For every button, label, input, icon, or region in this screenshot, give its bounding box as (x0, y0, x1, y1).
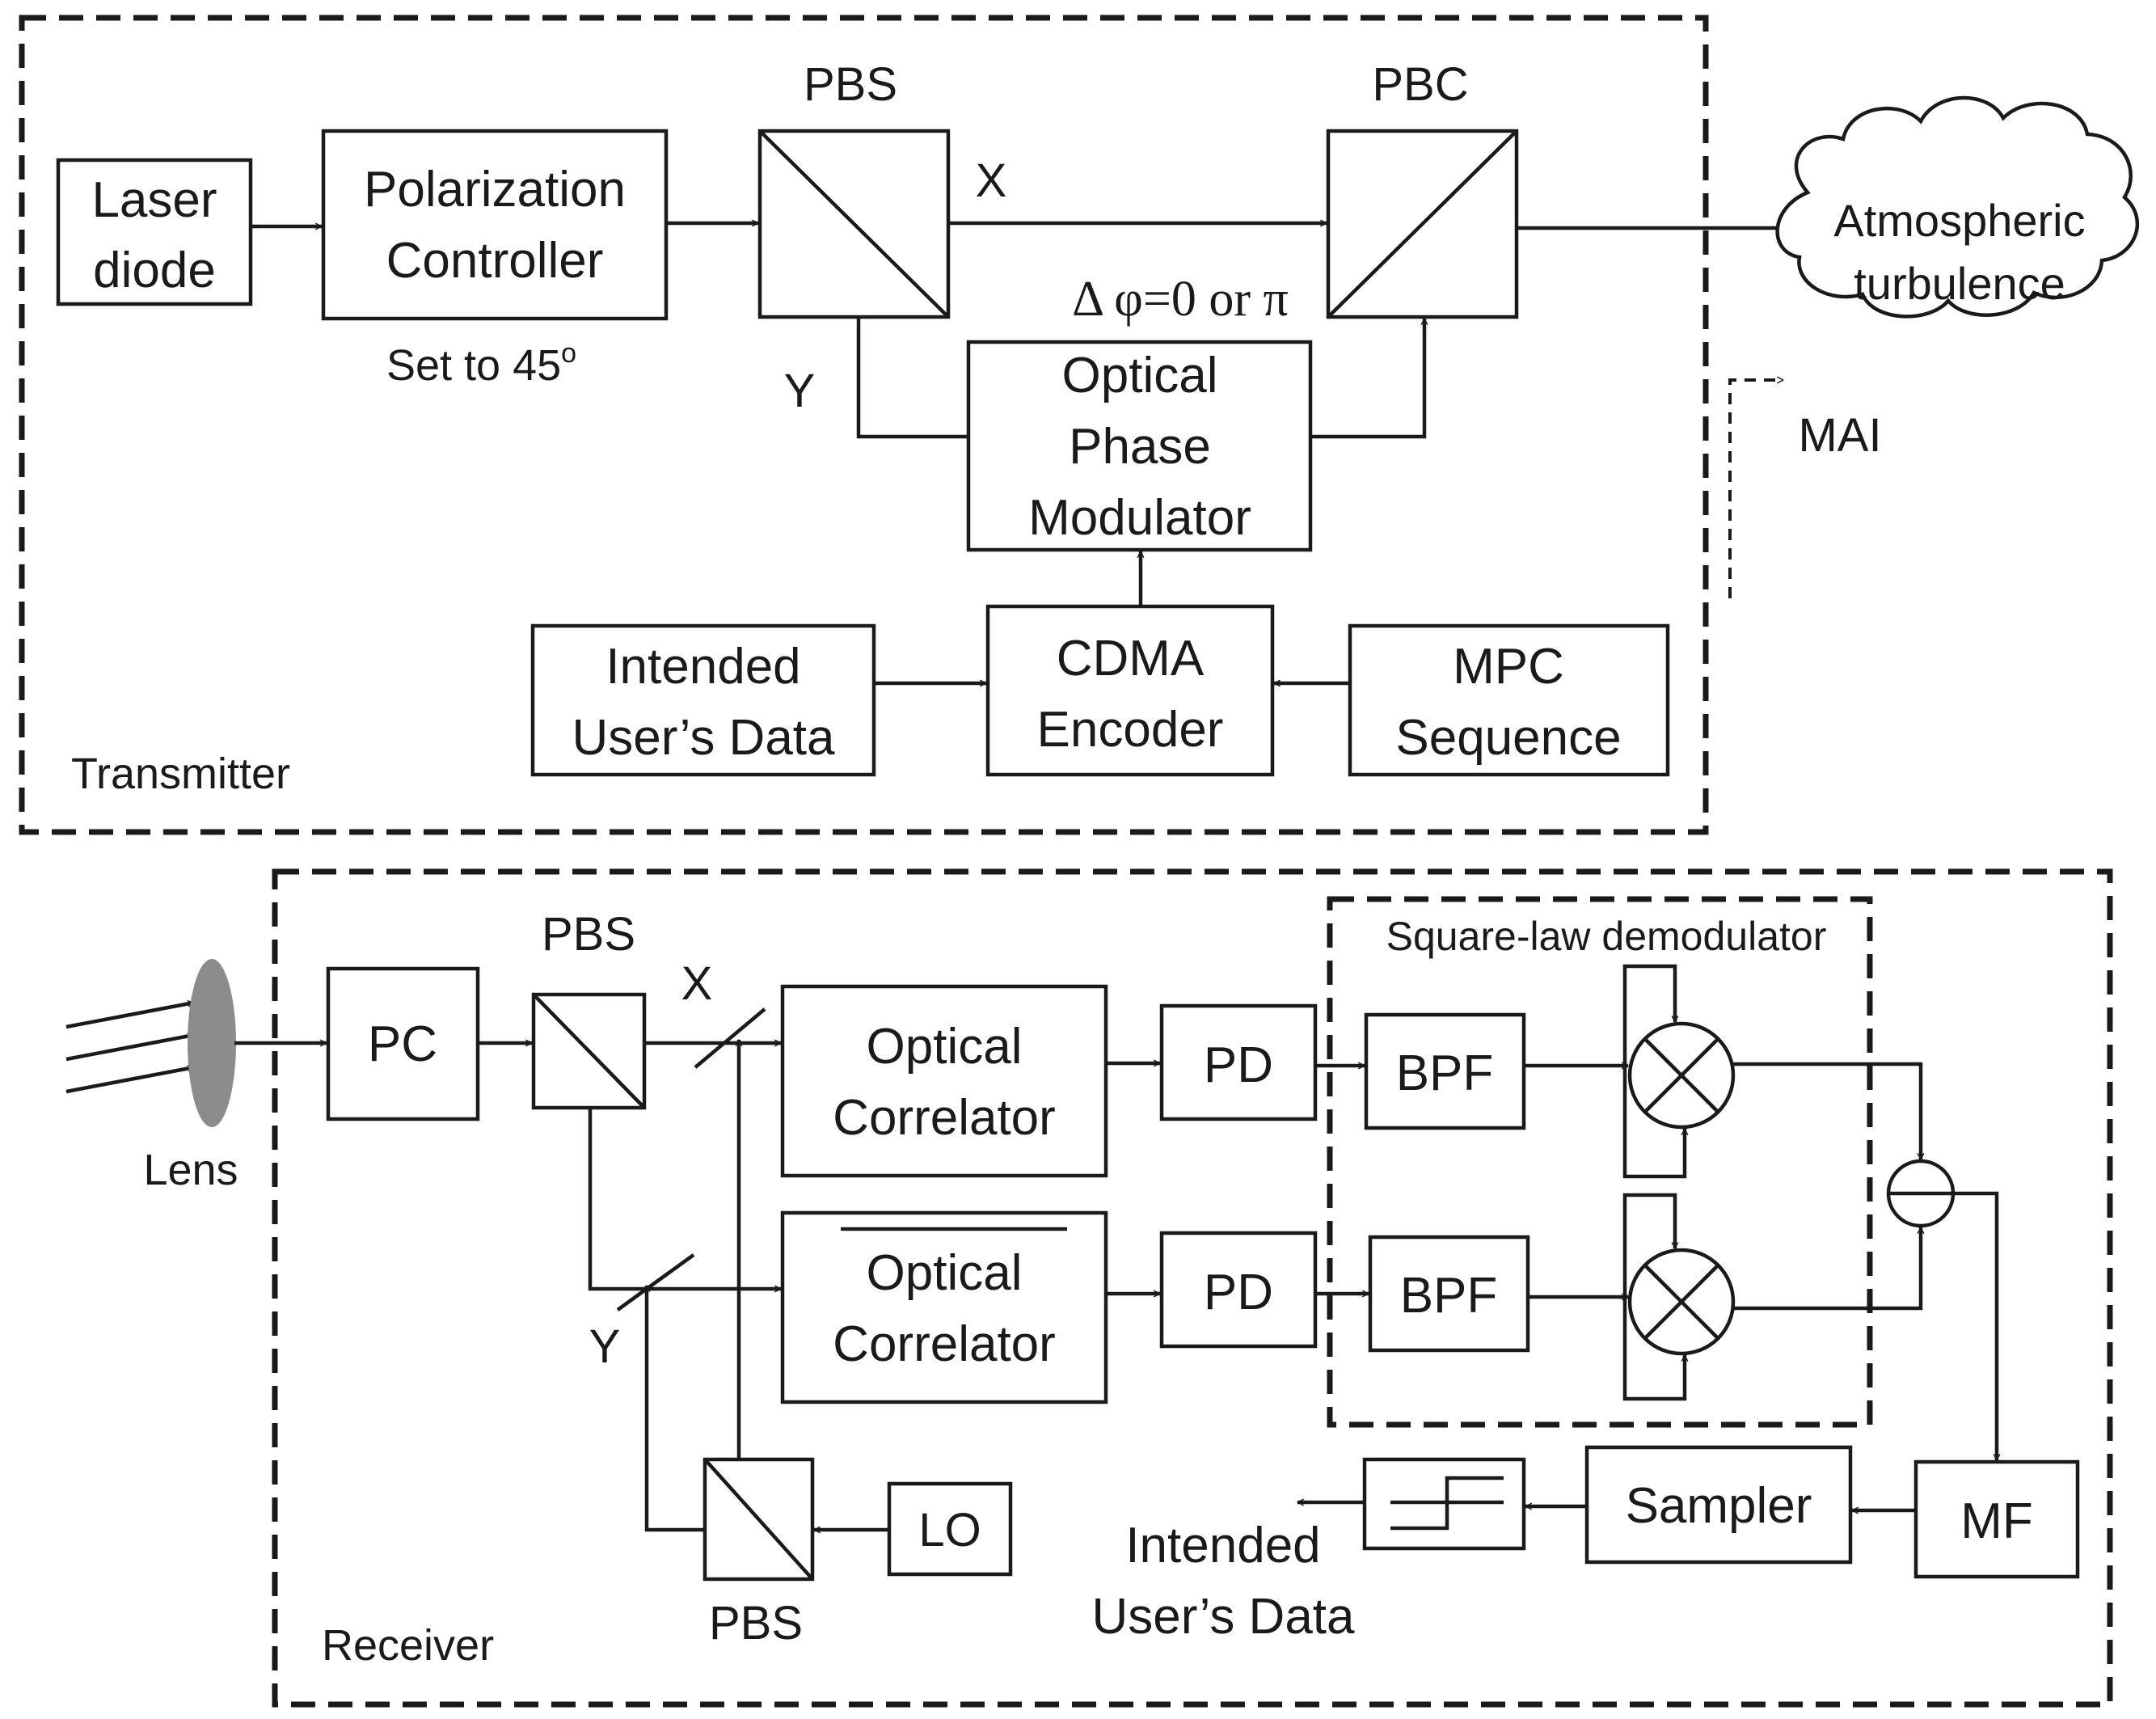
pbs-y-to-correlator-arrow (588, 1108, 781, 1289)
tx-y-label: Y (784, 365, 816, 417)
lo-box (887, 1481, 1013, 1577)
rx-pbs-bottom-label: PBS (709, 1597, 803, 1649)
tx-intended-data-line1: Intended (605, 639, 800, 695)
mirror-x (694, 1007, 766, 1069)
receiver-boundary (272, 868, 2113, 1708)
pbs-y-to-modulator-line (856, 317, 968, 439)
transmitter-label: Transmitter (71, 750, 290, 798)
mpc-sequence-line1: MPC (1453, 639, 1564, 695)
lens-label: Lens (143, 1146, 238, 1194)
multiplier-top-cross-b (1643, 1037, 1719, 1113)
correlator-bottom-box (780, 1210, 1108, 1404)
pd-top-box (1159, 1003, 1318, 1121)
tx-pbs-diagonal (758, 129, 950, 319)
bpf-bottom-label: BPF (1400, 1268, 1498, 1324)
mpc-sequence-line2: Sequence (1395, 710, 1621, 766)
incoming-beam-2 (65, 1035, 194, 1062)
square-law-label: Square-law demodulator (1386, 914, 1827, 959)
phase-modulator-line2: Phase (1069, 419, 1211, 475)
degree-superscript: o (561, 338, 576, 369)
polarization-controller-line1: Polarization (364, 162, 626, 218)
pd-bottom-box (1159, 1231, 1318, 1349)
tx-intended-data-box (530, 623, 876, 777)
correlator-top-box (780, 984, 1108, 1178)
receiver-label: Receiver (322, 1621, 494, 1670)
laser-diode-box (56, 158, 253, 306)
pbc-diagonal (1327, 129, 1518, 319)
multiplier-top-square-feed-upper (1622, 964, 1675, 1066)
rx-output-line1: Intended (1125, 1518, 1320, 1573)
sampler-label: Sampler (1626, 1478, 1812, 1534)
pbc-label: PBC (1372, 58, 1468, 111)
phase-modulator-box (966, 340, 1313, 552)
cdma-encoder-line2: Encoder (1037, 702, 1224, 758)
rx-pc-label: PC (368, 1016, 437, 1072)
bpf-top-label: BPF (1396, 1045, 1494, 1101)
correlator-bottom-line1: Optical (867, 1245, 1023, 1301)
multiplier-bottom-to-subtractor-arrow (1733, 1227, 1921, 1311)
turbulence-label-line2: turbulence (1854, 258, 2065, 309)
tx-x-label: X (976, 154, 1007, 207)
bpf-bottom-box (1368, 1235, 1530, 1353)
polarization-controller-box (321, 129, 669, 321)
phase-shift-label: Δ φ=0 or π (1072, 272, 1289, 327)
lo-label: LO (918, 1504, 981, 1556)
correlator-bottom-line2: Correlator (833, 1316, 1056, 1372)
lens-ellipse (188, 959, 236, 1127)
mf-box (1913, 1459, 2080, 1579)
pd-top-label: PD (1204, 1037, 1273, 1093)
turbulence-cloud (1775, 95, 2140, 319)
rx-output-line2: User’s Data (1091, 1589, 1355, 1645)
laser-diode-label-line1: Laser (91, 172, 217, 228)
subtractor-to-mf-arrow (1953, 1191, 1997, 1460)
laser-diode-label-line2: diode (93, 243, 216, 298)
multiplier-bottom-cross-b (1643, 1264, 1719, 1340)
mpc-sequence-box (1348, 623, 1670, 777)
rx-pbs-top-diagonal (532, 993, 646, 1109)
pd-bottom-label: PD (1204, 1265, 1273, 1320)
rx-pbs-bottom-diagonal (703, 1458, 814, 1581)
square-law-boundary (1327, 896, 1873, 1428)
transmitter-boundary (19, 15, 1709, 835)
rx-y-label: Y (589, 1320, 621, 1373)
multiplier-bottom-square-feed-lower (1622, 1297, 1685, 1401)
incoming-beam-3 (65, 1067, 194, 1094)
mai-label: MAI (1798, 409, 1881, 462)
mirror-y (616, 1253, 695, 1311)
multiplier-top-to-subtractor-arrow (1733, 1062, 1921, 1159)
phase-modulator-line1: Optical (1062, 348, 1218, 403)
cdma-encoder-box (985, 604, 1275, 777)
cdma-encoder-line1: CDMA (1057, 631, 1205, 686)
correlator-top-line2: Correlator (833, 1090, 1056, 1146)
incoming-beam-1 (65, 1003, 194, 1029)
mf-label: MF (1960, 1493, 2033, 1549)
turbulence-label-line1: Atmospheric (1833, 195, 2085, 246)
mai-dashed-arrow (1728, 380, 1783, 598)
multiplier-top-square-feed-lower (1622, 1066, 1685, 1179)
sampler-box (1584, 1445, 1853, 1565)
multiplier-bottom-square-feed-upper (1622, 1193, 1675, 1297)
set-to-45-label: Set to 45o (386, 338, 576, 390)
rx-pbs-top-label: PBS (542, 908, 635, 961)
polarization-controller-line2: Controller (386, 233, 604, 289)
modulator-to-pbc-arrow (1310, 319, 1424, 439)
tx-pbs-label: PBS (804, 58, 897, 111)
lo-split-to-mirror-y-arrow (647, 1286, 705, 1532)
rx-x-label: X (681, 957, 713, 1010)
bpf-top-box (1364, 1012, 1526, 1130)
tx-intended-data-line2: User’s Data (572, 710, 835, 766)
phase-modulator-line3: Modulator (1028, 490, 1251, 546)
correlator-top-line1: Optical (867, 1019, 1023, 1075)
